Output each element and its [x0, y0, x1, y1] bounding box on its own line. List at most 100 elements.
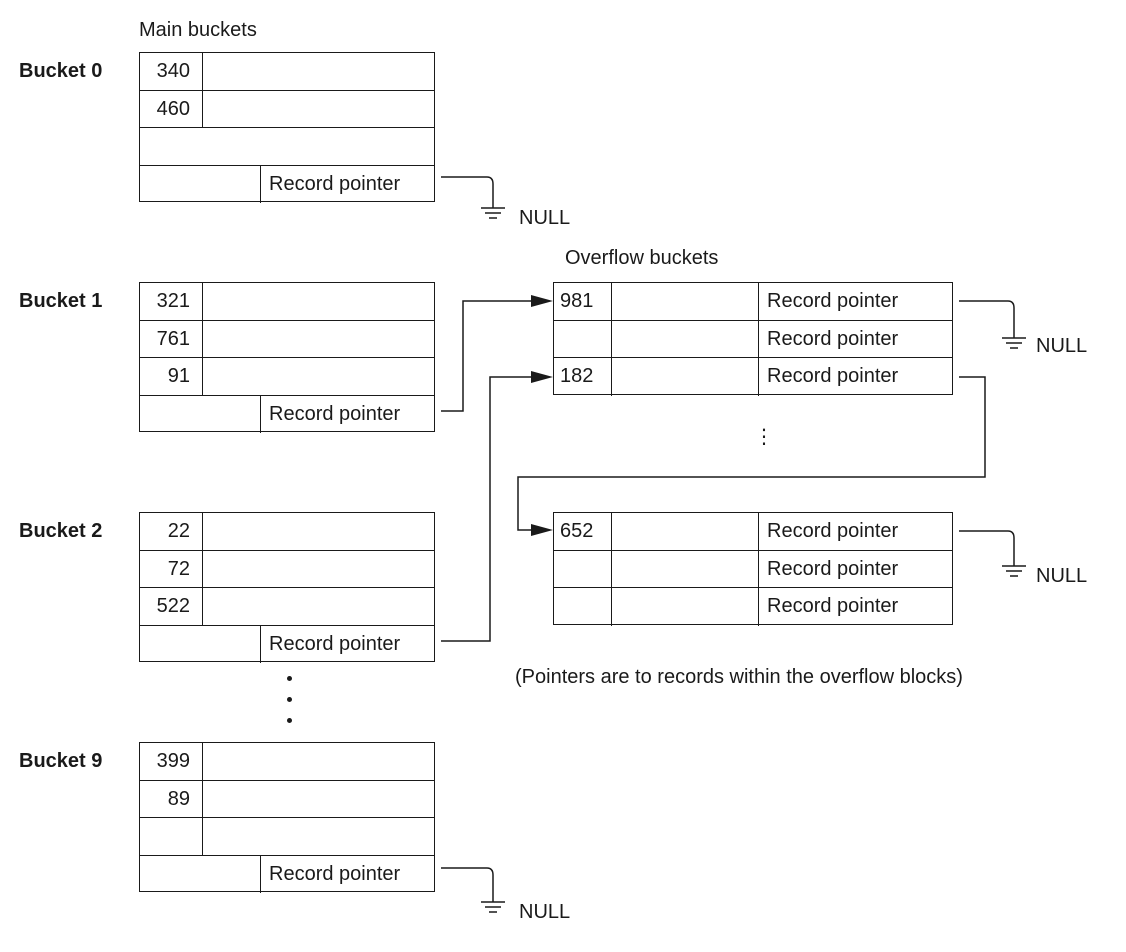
ellipsis-overflow: ⋮: [754, 426, 774, 448]
key-cell: 761: [156, 327, 190, 350]
key-cell: 981: [560, 290, 594, 312]
bucket-label: Bucket 9: [19, 750, 103, 772]
record-cell: [202, 90, 434, 127]
key-cell: [140, 128, 202, 165]
bucket-row: 89: [140, 780, 434, 818]
null-connector: [959, 300, 1015, 338]
record-cell: [202, 358, 434, 395]
overflow-pointer-connector: [441, 376, 532, 642]
record-cell: [202, 588, 434, 625]
arrow-head-icon: [531, 371, 553, 383]
ground-icon: [481, 207, 505, 219]
overflow-note: (Pointers are to records within the over…: [515, 666, 963, 688]
bucket-row: [140, 818, 434, 856]
record-pointer-cell: Record pointer: [260, 625, 434, 663]
bucket-row: 72: [140, 550, 434, 588]
key-cell: [560, 551, 611, 588]
ground-icon: [1002, 565, 1026, 577]
overflow-row: Record pointer: [554, 320, 952, 358]
record-cell: [611, 320, 758, 357]
key-cell: [560, 588, 611, 626]
empty-cell: [140, 166, 260, 204]
record-cell: [611, 283, 758, 320]
record-pointer-cell: Record pointer: [758, 588, 952, 626]
pointer-row: Record pointer: [140, 165, 434, 204]
record-cell: [202, 320, 434, 357]
pointer-row: Record pointer: [140, 395, 434, 434]
key-cell: 460: [156, 97, 190, 120]
record-pointer-cell: Record pointer: [260, 855, 434, 893]
overflow-row: Record pointer: [554, 588, 952, 626]
null-connector: [441, 867, 494, 902]
record-pointer-cell: Record pointer: [260, 165, 434, 203]
main-buckets-caption: Main buckets: [139, 19, 257, 41]
bucket-row: 399: [140, 743, 434, 781]
bucket-row: 522: [140, 588, 434, 626]
key-cell: [560, 321, 611, 358]
empty-cell: [140, 626, 260, 664]
ellipsis-dot: [287, 697, 292, 702]
overflow-chain-connector: [517, 376, 986, 531]
record-cell: [202, 818, 434, 855]
empty-cell: [140, 396, 260, 434]
record-pointer-cell: Record pointer: [758, 283, 952, 320]
key-cell: 522: [156, 595, 190, 617]
null-label: NULL: [519, 901, 571, 923]
bucket-row: 340: [140, 53, 434, 91]
overflow-buckets-caption: Overflow buckets: [565, 247, 719, 269]
overflow-row: 981 Record pointer: [554, 283, 952, 321]
record-cell: [202, 780, 434, 817]
record-pointer-cell: Record pointer: [758, 550, 952, 587]
ground-icon: [1002, 337, 1026, 349]
overflow-pointer-connector: [441, 300, 532, 412]
pointer-row: Record pointer: [140, 625, 434, 664]
bucket-row: 91: [140, 358, 434, 396]
ground-icon: [481, 901, 505, 913]
record-pointer-cell: Record pointer: [758, 513, 952, 550]
record-cell: [611, 588, 758, 626]
record-pointer-cell: Record pointer: [260, 395, 434, 433]
bucket-label: Bucket 0: [19, 60, 103, 82]
bucket-row: 460: [140, 90, 434, 128]
record-cell: [202, 128, 434, 165]
bucket-row: 22: [140, 513, 434, 551]
key-cell: 652: [560, 520, 594, 542]
null-connector: [959, 530, 1015, 566]
record-pointer-cell: Record pointer: [758, 320, 952, 357]
bucket-row: 761: [140, 320, 434, 358]
ellipsis-dot: [287, 718, 292, 723]
empty-cell: [140, 856, 260, 894]
arrow-head-icon: [531, 524, 553, 536]
bucket-row: 321: [140, 283, 434, 321]
record-cell: [202, 53, 434, 90]
null-label: NULL: [519, 207, 571, 229]
null-label: NULL: [1036, 565, 1088, 587]
key-cell: 399: [156, 750, 190, 772]
key-cell: 182: [560, 365, 594, 387]
key-cell: 340: [156, 60, 190, 82]
key-cell: 22: [167, 520, 190, 542]
key-cell: [140, 818, 202, 855]
record-cell: [611, 513, 758, 550]
key-cell: 89: [167, 787, 190, 810]
record-cell: [202, 743, 434, 780]
record-cell: [202, 283, 434, 320]
record-cell: [611, 358, 758, 396]
pointer-row: Record pointer: [140, 855, 434, 894]
record-cell: [611, 550, 758, 587]
null-label: NULL: [1036, 335, 1088, 357]
key-cell: 72: [167, 557, 190, 580]
overflow-row: Record pointer: [554, 550, 952, 588]
null-connector: [441, 176, 494, 208]
bucket-row: [140, 128, 434, 166]
key-cell: 91: [167, 365, 190, 387]
